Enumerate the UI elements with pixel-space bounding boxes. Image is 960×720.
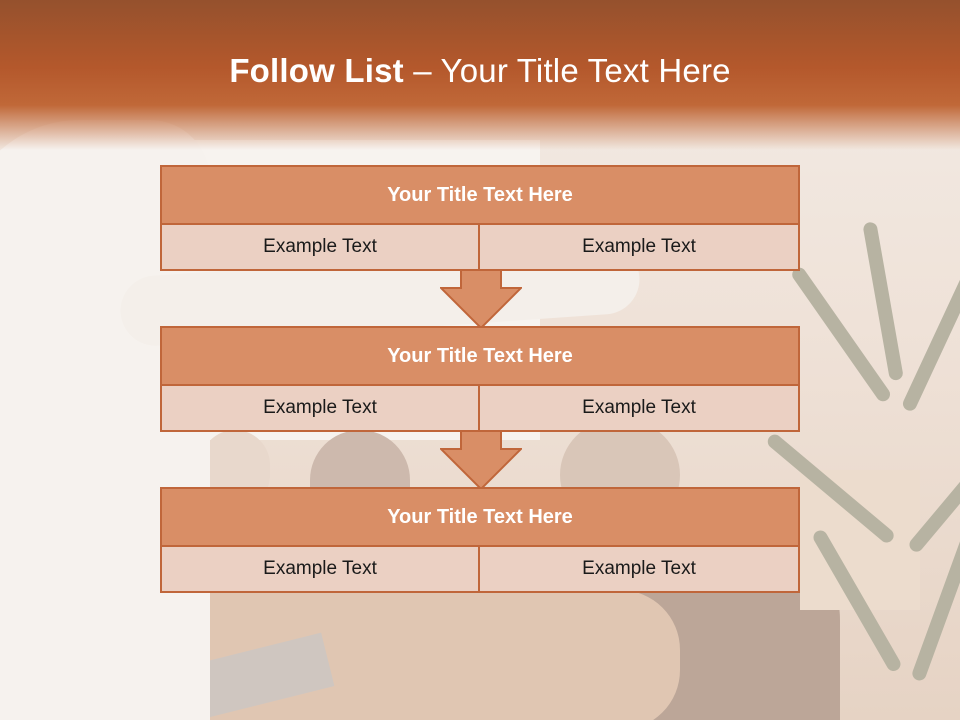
slide-title-bold: Follow List [229, 52, 404, 89]
block-cells: Example Text Example Text [162, 386, 798, 430]
down-arrow-icon [440, 431, 522, 491]
title-banner [0, 0, 960, 150]
block-cell-left[interactable]: Example Text [162, 547, 480, 591]
follow-list-block-2[interactable]: Your Title Text Here Example Text Exampl… [160, 326, 800, 432]
block-title[interactable]: Your Title Text Here [162, 167, 798, 223]
block-cells: Example Text Example Text [162, 225, 798, 269]
slide-title-rest: – Your Title Text Here [413, 52, 731, 89]
block-cell-right[interactable]: Example Text [480, 547, 798, 591]
block-cells: Example Text Example Text [162, 547, 798, 591]
slide-title: Follow List – Your Title Text Here [0, 52, 960, 90]
block-cell-right[interactable]: Example Text [480, 386, 798, 430]
block-cell-left[interactable]: Example Text [162, 225, 480, 269]
down-arrow-icon [440, 270, 522, 330]
follow-list-block-1[interactable]: Your Title Text Here Example Text Exampl… [160, 165, 800, 271]
block-cell-left[interactable]: Example Text [162, 386, 480, 430]
block-cell-right[interactable]: Example Text [480, 225, 798, 269]
follow-list-block-3[interactable]: Your Title Text Here Example Text Exampl… [160, 487, 800, 593]
background-plant [764, 180, 960, 720]
block-title[interactable]: Your Title Text Here [162, 489, 798, 545]
block-title[interactable]: Your Title Text Here [162, 328, 798, 384]
